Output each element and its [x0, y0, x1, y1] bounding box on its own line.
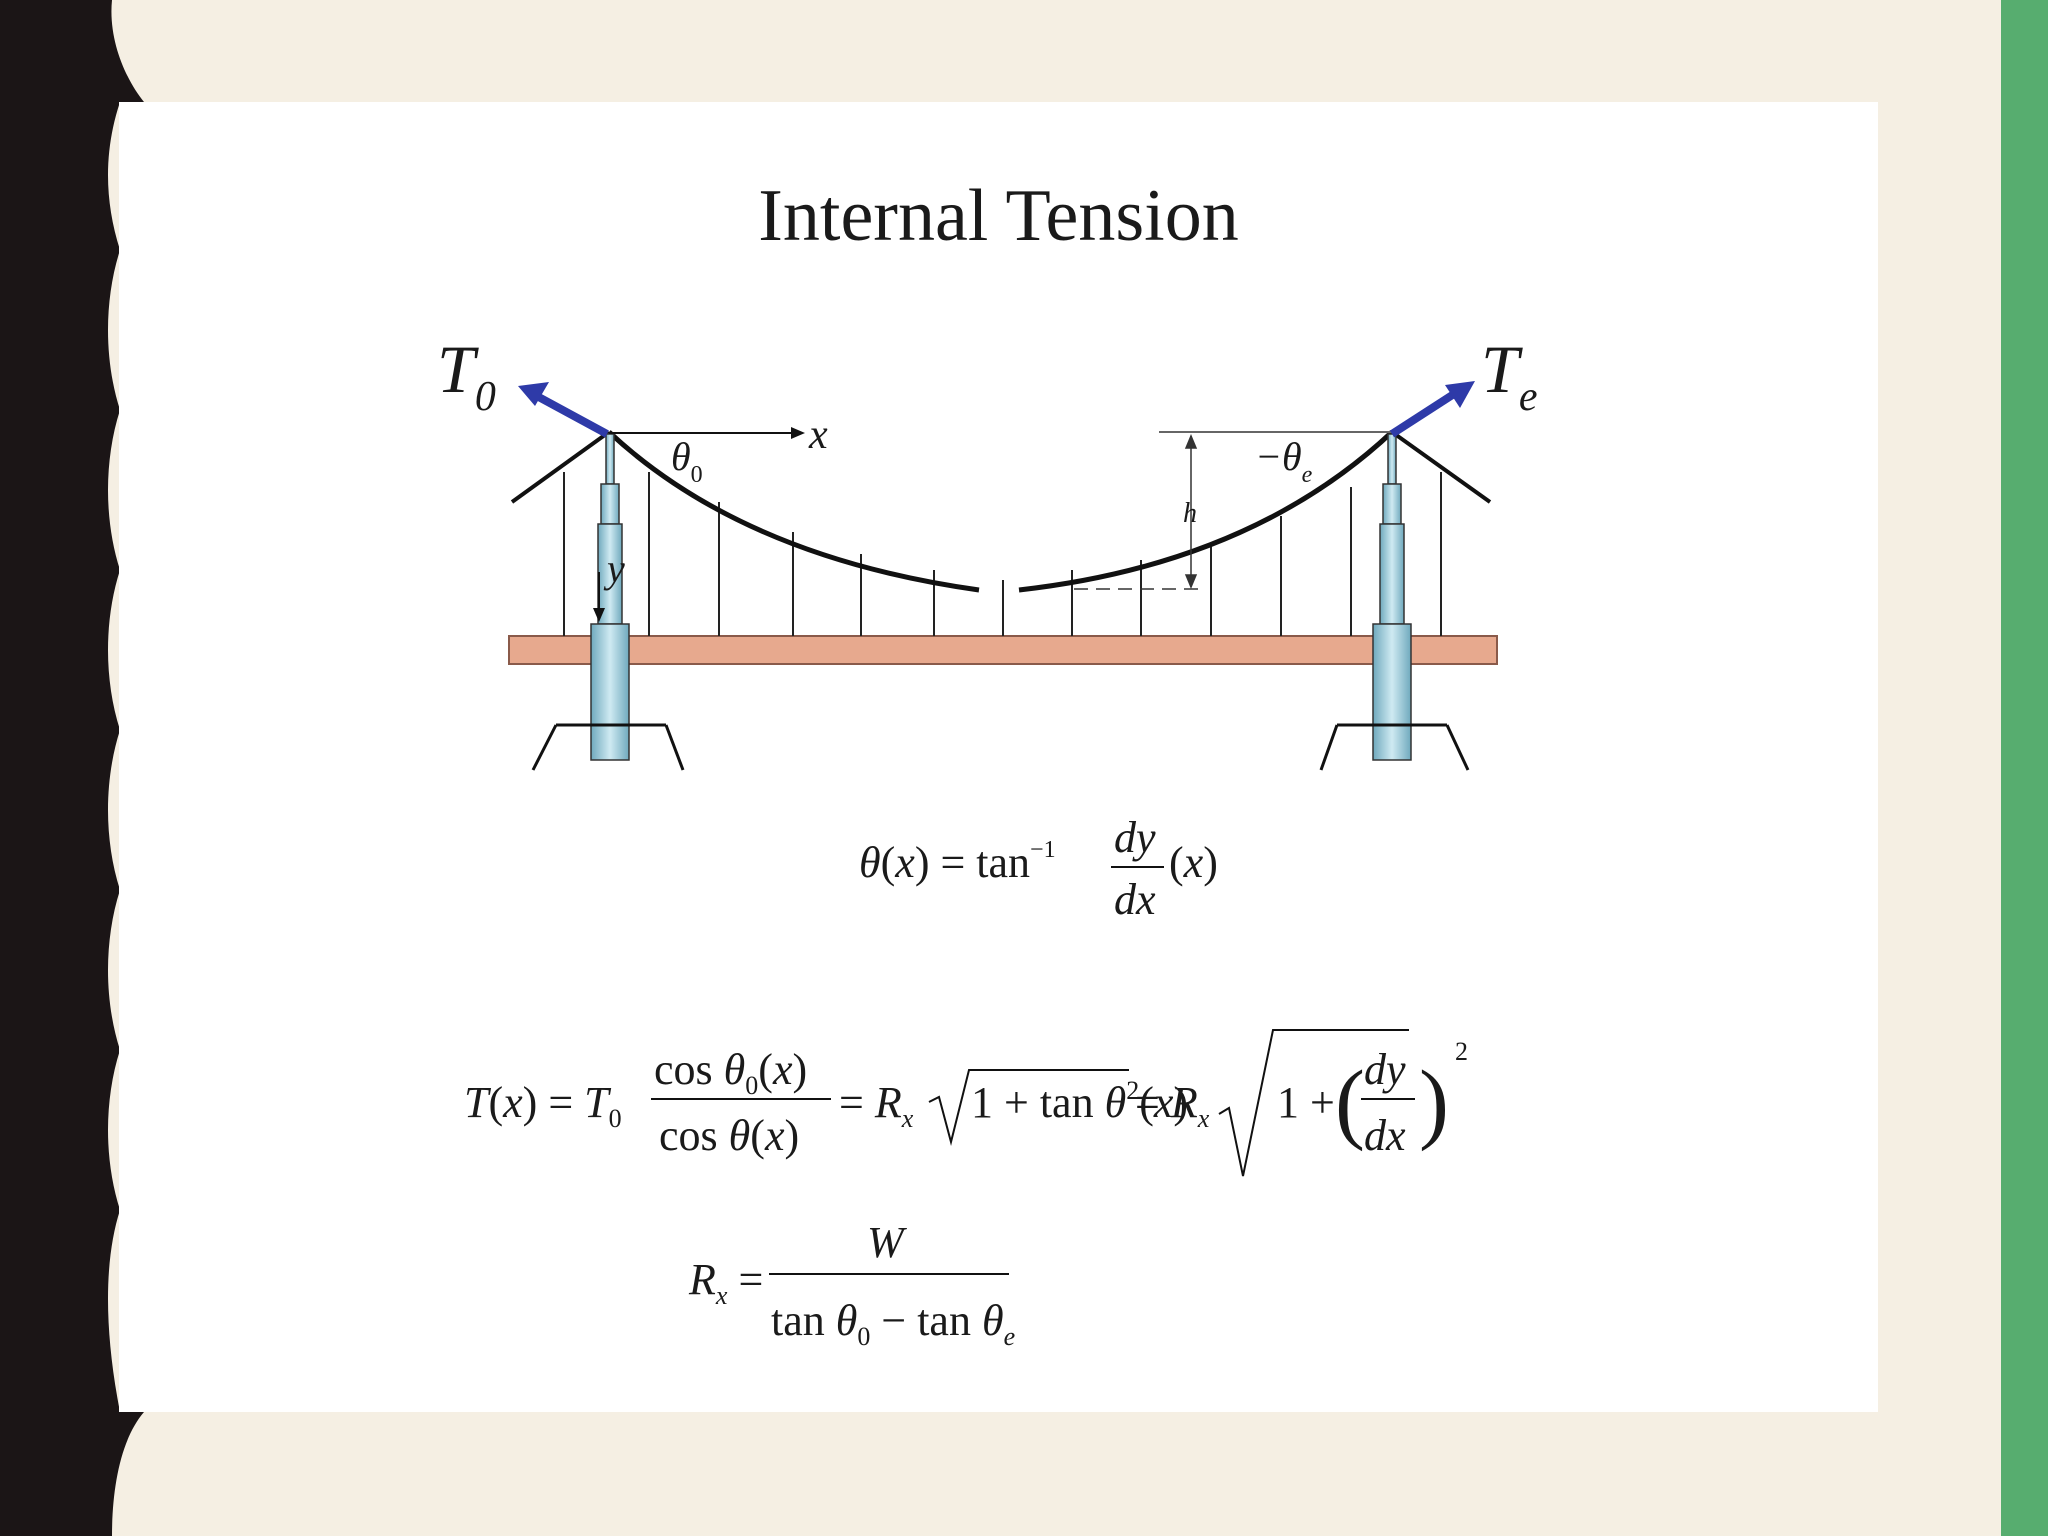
slide: Internal Tension [119, 102, 1878, 1412]
svg-text:dx: dx [1114, 875, 1156, 924]
suspension-bridge-diagram: x y θ0 −θe h T0 Te [437, 331, 1537, 1351]
svg-text:cos θ(x): cos θ(x) [659, 1111, 799, 1160]
svg-text:cos θ0(x): cos θ0(x) [654, 1045, 807, 1100]
tension-start-label: T0 [437, 331, 496, 420]
svg-text:dy: dy [1114, 813, 1156, 862]
sag-height-marker [1074, 434, 1205, 590]
left-decorative-band [0, 0, 144, 1536]
right-accent-band [2001, 0, 2048, 1536]
equation-angle: θ(x) = tan−1 dy dx (x) [859, 813, 1218, 924]
svg-text:Rx =: Rx = [688, 1255, 763, 1310]
equation-tension: T(x) = T0 cos θ0(x) cos θ(x) = Rx 1 + ta… [464, 1029, 1468, 1177]
svg-text:(: ( [1335, 1053, 1365, 1152]
svg-text:W: W [867, 1218, 907, 1267]
svg-text:1 +: 1 + [1277, 1078, 1335, 1127]
svg-text:T(x) = T0: T(x) = T0 [464, 1078, 622, 1133]
tension-start-arrow [518, 382, 609, 438]
tension-end-arrow [1389, 381, 1475, 438]
sag-height-label: h [1183, 498, 1197, 529]
x-axis-label: x [808, 412, 828, 458]
svg-text:(x): (x) [1169, 838, 1218, 887]
main-cable-right [1018, 430, 1394, 593]
slide-title: Internal Tension [758, 175, 1239, 257]
backstay-right [1390, 430, 1492, 504]
hanger-cables [563, 472, 1442, 636]
right-foundation [1319, 723, 1470, 771]
svg-text:= Rx: = Rx [839, 1078, 914, 1133]
backstay-left [510, 430, 611, 504]
svg-text:= Rx: = Rx [1135, 1078, 1210, 1133]
y-axis-label: y [603, 546, 625, 591]
svg-text:θ(x) = tan−1: θ(x) = tan−1 [859, 837, 1056, 887]
svg-text:dy: dy [1364, 1045, 1406, 1094]
svg-text:tan θ0 − tan θe: tan θ0 − tan θe [771, 1296, 1015, 1351]
svg-text:dx: dx [1364, 1111, 1406, 1160]
angle-end-label: −θe [1255, 434, 1313, 488]
right-tower [1372, 433, 1412, 761]
main-cable [607, 430, 980, 593]
left-foundation [531, 723, 685, 771]
x-axis-arrow [609, 427, 805, 439]
y-axis-arrow [593, 572, 605, 622]
bridge-deck [508, 635, 1498, 665]
angle-start-label: θ0 [671, 434, 703, 488]
tension-end-label: Te [1481, 331, 1537, 420]
svg-text:2: 2 [1455, 1037, 1468, 1066]
svg-text:): ) [1419, 1053, 1449, 1152]
left-tower [590, 433, 630, 761]
svg-text:1 + tan θ2(x): 1 + tan θ2(x) [971, 1076, 1188, 1127]
equation-horizontal-reaction: Rx = W tan θ0 − tan θe [688, 1218, 1015, 1351]
